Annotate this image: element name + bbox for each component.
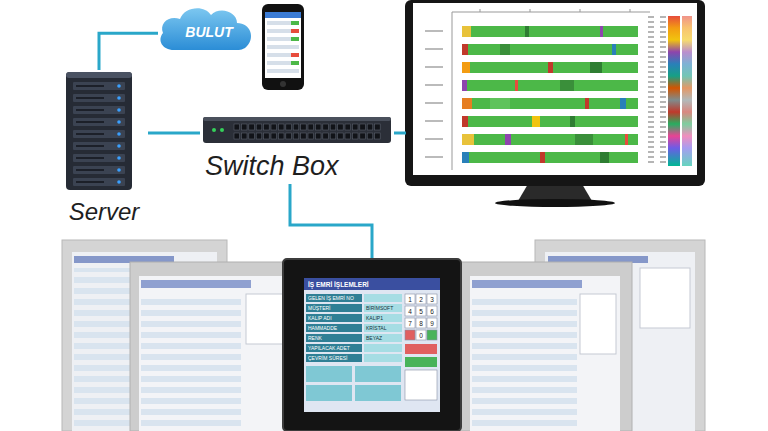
keypad-key: 6 [427, 309, 437, 316]
keypad-key: 4 [405, 309, 415, 316]
keypad-key: 1 [405, 297, 415, 304]
keypad-key: 9 [427, 321, 437, 328]
switch-device [200, 114, 395, 148]
field-label: KALIP ADI [308, 316, 332, 321]
field-label: ÇEVRİM SÜRESİ [308, 356, 347, 361]
field-label: HAMMADDE [308, 326, 337, 331]
keypad-key: 3 [427, 297, 437, 304]
field-label: MÜŞTERİ [308, 306, 331, 311]
field-value: BİRİMSOFT [366, 306, 393, 311]
keypad-key: 0 [416, 333, 426, 340]
field-label: RENK [308, 336, 322, 341]
node-label: Server [60, 198, 148, 226]
node-label: İŞ EMRİ İŞLEMLERİ [308, 281, 369, 288]
network-wire [99, 33, 158, 70]
keypad-key: 7 [405, 321, 415, 328]
cloud-node: BULUT [156, 3, 262, 55]
field-value: KALIP1 [366, 316, 383, 321]
node-label: BULUT [156, 24, 262, 40]
keypad-key: 2 [416, 297, 426, 304]
node-label: Switch Box [205, 151, 339, 182]
field-label: GELEN İŞ EMRİ NO [308, 296, 354, 301]
smartphone [262, 4, 304, 90]
network-wire [148, 132, 200, 135]
terminal-node: İŞ EMRİ İŞLEMLERİ GELEN İŞ EMRİ NO MÜŞTERİ… [282, 258, 462, 431]
network-wire [394, 132, 406, 135]
server-node: Server [60, 70, 148, 230]
switch-node: Switch Box [200, 114, 395, 184]
field-value: BEYAZ [366, 336, 382, 341]
terminal-panel [130, 262, 302, 431]
keypad-key: 8 [416, 321, 426, 328]
monitor [405, 0, 705, 207]
keypad-key: 5 [416, 309, 426, 316]
server-icon [60, 70, 142, 194]
field-label: YAPILACAK ADET [308, 346, 350, 351]
network-wire [290, 184, 372, 258]
field-value: KRİSTAL [366, 326, 386, 331]
terminal-panel [460, 262, 632, 431]
